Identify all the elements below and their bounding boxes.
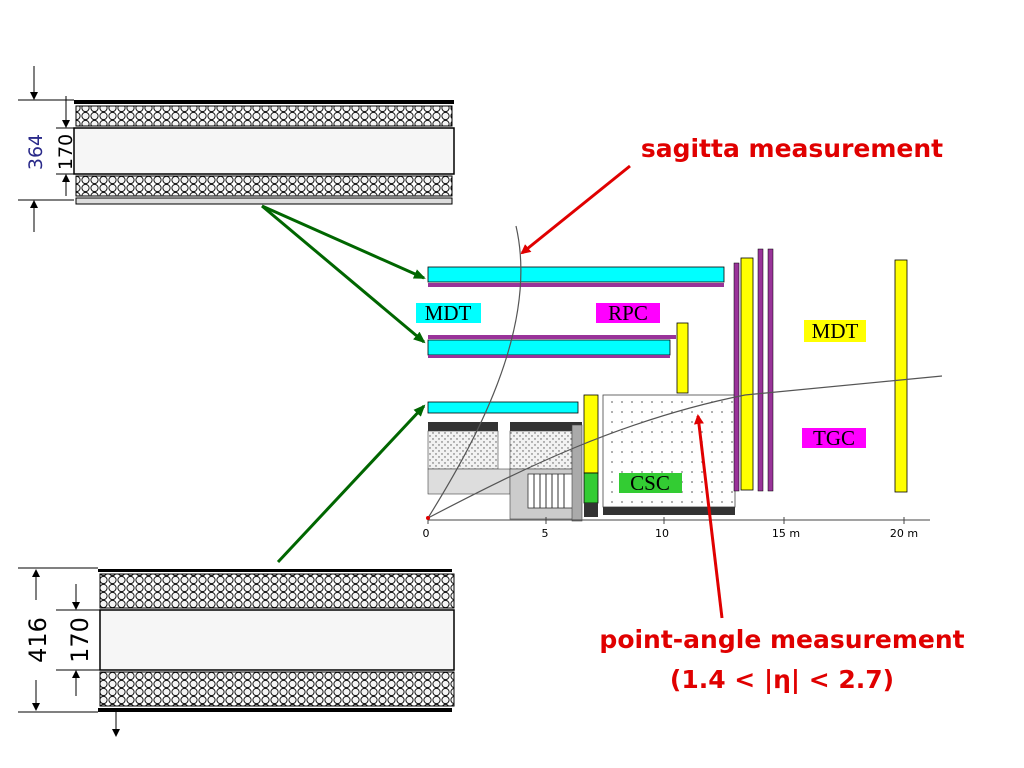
tgc-purple-1 (733, 262, 740, 492)
axis-tick-20: 20 m (890, 527, 918, 540)
eta-range-annotation: (1.4 < |η| < 2.7) (670, 665, 894, 694)
tgc-purple-2 (757, 248, 764, 492)
detector-layout: 0 5 10 15 m 20 m MDT RPC MDT TGC CSC (416, 225, 943, 540)
red-arrows (520, 164, 724, 619)
mdt-yellow-endcap-outer (894, 259, 908, 493)
rpc-strip-middle (428, 335, 676, 339)
label-mdt-left: MDT (425, 301, 472, 325)
bottom-spacer-dimension: 170 (66, 617, 94, 663)
rpc-strip-outer (428, 283, 724, 287)
axis-tick-0: 0 (423, 527, 430, 540)
label-csc: CSC (630, 471, 670, 495)
bottom-chamber-cross-section: 416 170 (18, 567, 455, 737)
track-endcap (427, 375, 943, 519)
axis-tick-10: 10 (655, 527, 669, 540)
csc-green-block (583, 472, 599, 504)
label-tgc: TGC (813, 426, 855, 450)
point-angle-annotation: point-angle measurement (599, 625, 964, 654)
mdt-yellow-endcap-middle (740, 257, 754, 491)
top-spacer-dimension: 170 (55, 134, 77, 170)
label-mdt-right: MDT (812, 319, 859, 343)
bottom-total-dimension: 416 (24, 617, 52, 663)
mdt-chamber-outer (427, 266, 725, 283)
top-chamber-cross-section: 364 170 (18, 66, 455, 232)
sagitta-annotation: sagitta measurement (641, 134, 943, 163)
label-rpc: RPC (608, 301, 648, 325)
track-curved-barrel (427, 225, 522, 519)
axis-tick-5: 5 (542, 527, 549, 540)
mdt-chamber-middle (427, 339, 671, 356)
tgc-yellow-small (676, 322, 689, 394)
rpc-strip-middle-lower (428, 355, 670, 358)
mdt-chamber-inner (427, 401, 579, 414)
axis-tick-15: 15 m (772, 527, 800, 540)
tgc-purple-3 (767, 248, 774, 492)
top-total-dimension: 364 (25, 134, 47, 170)
green-arrows (261, 204, 426, 564)
